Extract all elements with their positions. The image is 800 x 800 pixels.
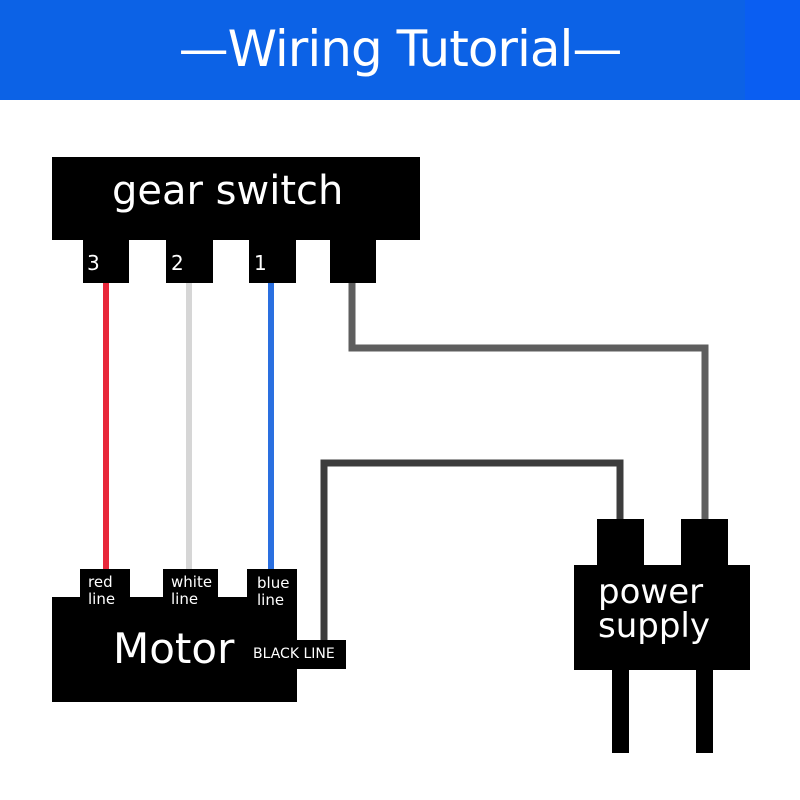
- motor-terminal-red: [80, 569, 130, 609]
- red-line-label-1: red: [88, 573, 113, 591]
- blue-line-label: blue line: [257, 575, 289, 609]
- motor-black-line-tab: [250, 640, 346, 669]
- power-supply-body: [574, 565, 750, 670]
- motor-terminal-white: [163, 569, 218, 609]
- motor-terminal-blue: [247, 569, 297, 609]
- power-supply-label-2: supply: [598, 606, 710, 646]
- power-supply-terminal-left: [597, 519, 644, 569]
- header-banner-edge: [745, 0, 800, 100]
- black-line-label: BLACK LINE: [253, 646, 335, 662]
- header-banner: [0, 0, 800, 100]
- blue-line-label-2: line: [257, 591, 285, 609]
- power-supply-terminal-right: [681, 519, 728, 569]
- gear-switch-body: [52, 157, 420, 240]
- gear-switch-terminal-1: [249, 238, 296, 283]
- gear-switch-terminal-3: [83, 238, 129, 283]
- power-plug-prong-left: [612, 668, 629, 753]
- white-line-label-2: line: [171, 590, 199, 608]
- page-title: —Wiring Tutorial—: [178, 20, 623, 78]
- white-line-label: white line: [171, 574, 212, 608]
- power-supply-label: power supply: [598, 575, 710, 643]
- gear-switch-terminal-2: [166, 238, 213, 283]
- terminal-label-1: 1: [254, 251, 267, 275]
- terminal-label-3: 3: [87, 251, 100, 275]
- motor-label: Motor: [113, 624, 235, 673]
- black-wire-motor-to-power: [320, 459, 624, 640]
- power-supply-label-1: power: [598, 572, 704, 612]
- white-line-label-1: white: [171, 573, 213, 591]
- red-line-label-2: line: [88, 590, 116, 608]
- gear-switch-label: gear switch: [112, 168, 344, 214]
- power-plug-prong-right: [696, 668, 713, 753]
- gray-wire-switch-to-power: [348, 282, 709, 520]
- gear-switch-terminal-power: [330, 238, 376, 283]
- blue-line-label-1: blue: [257, 574, 290, 592]
- red-line-label: red line: [88, 574, 115, 608]
- terminal-label-2: 2: [171, 251, 184, 275]
